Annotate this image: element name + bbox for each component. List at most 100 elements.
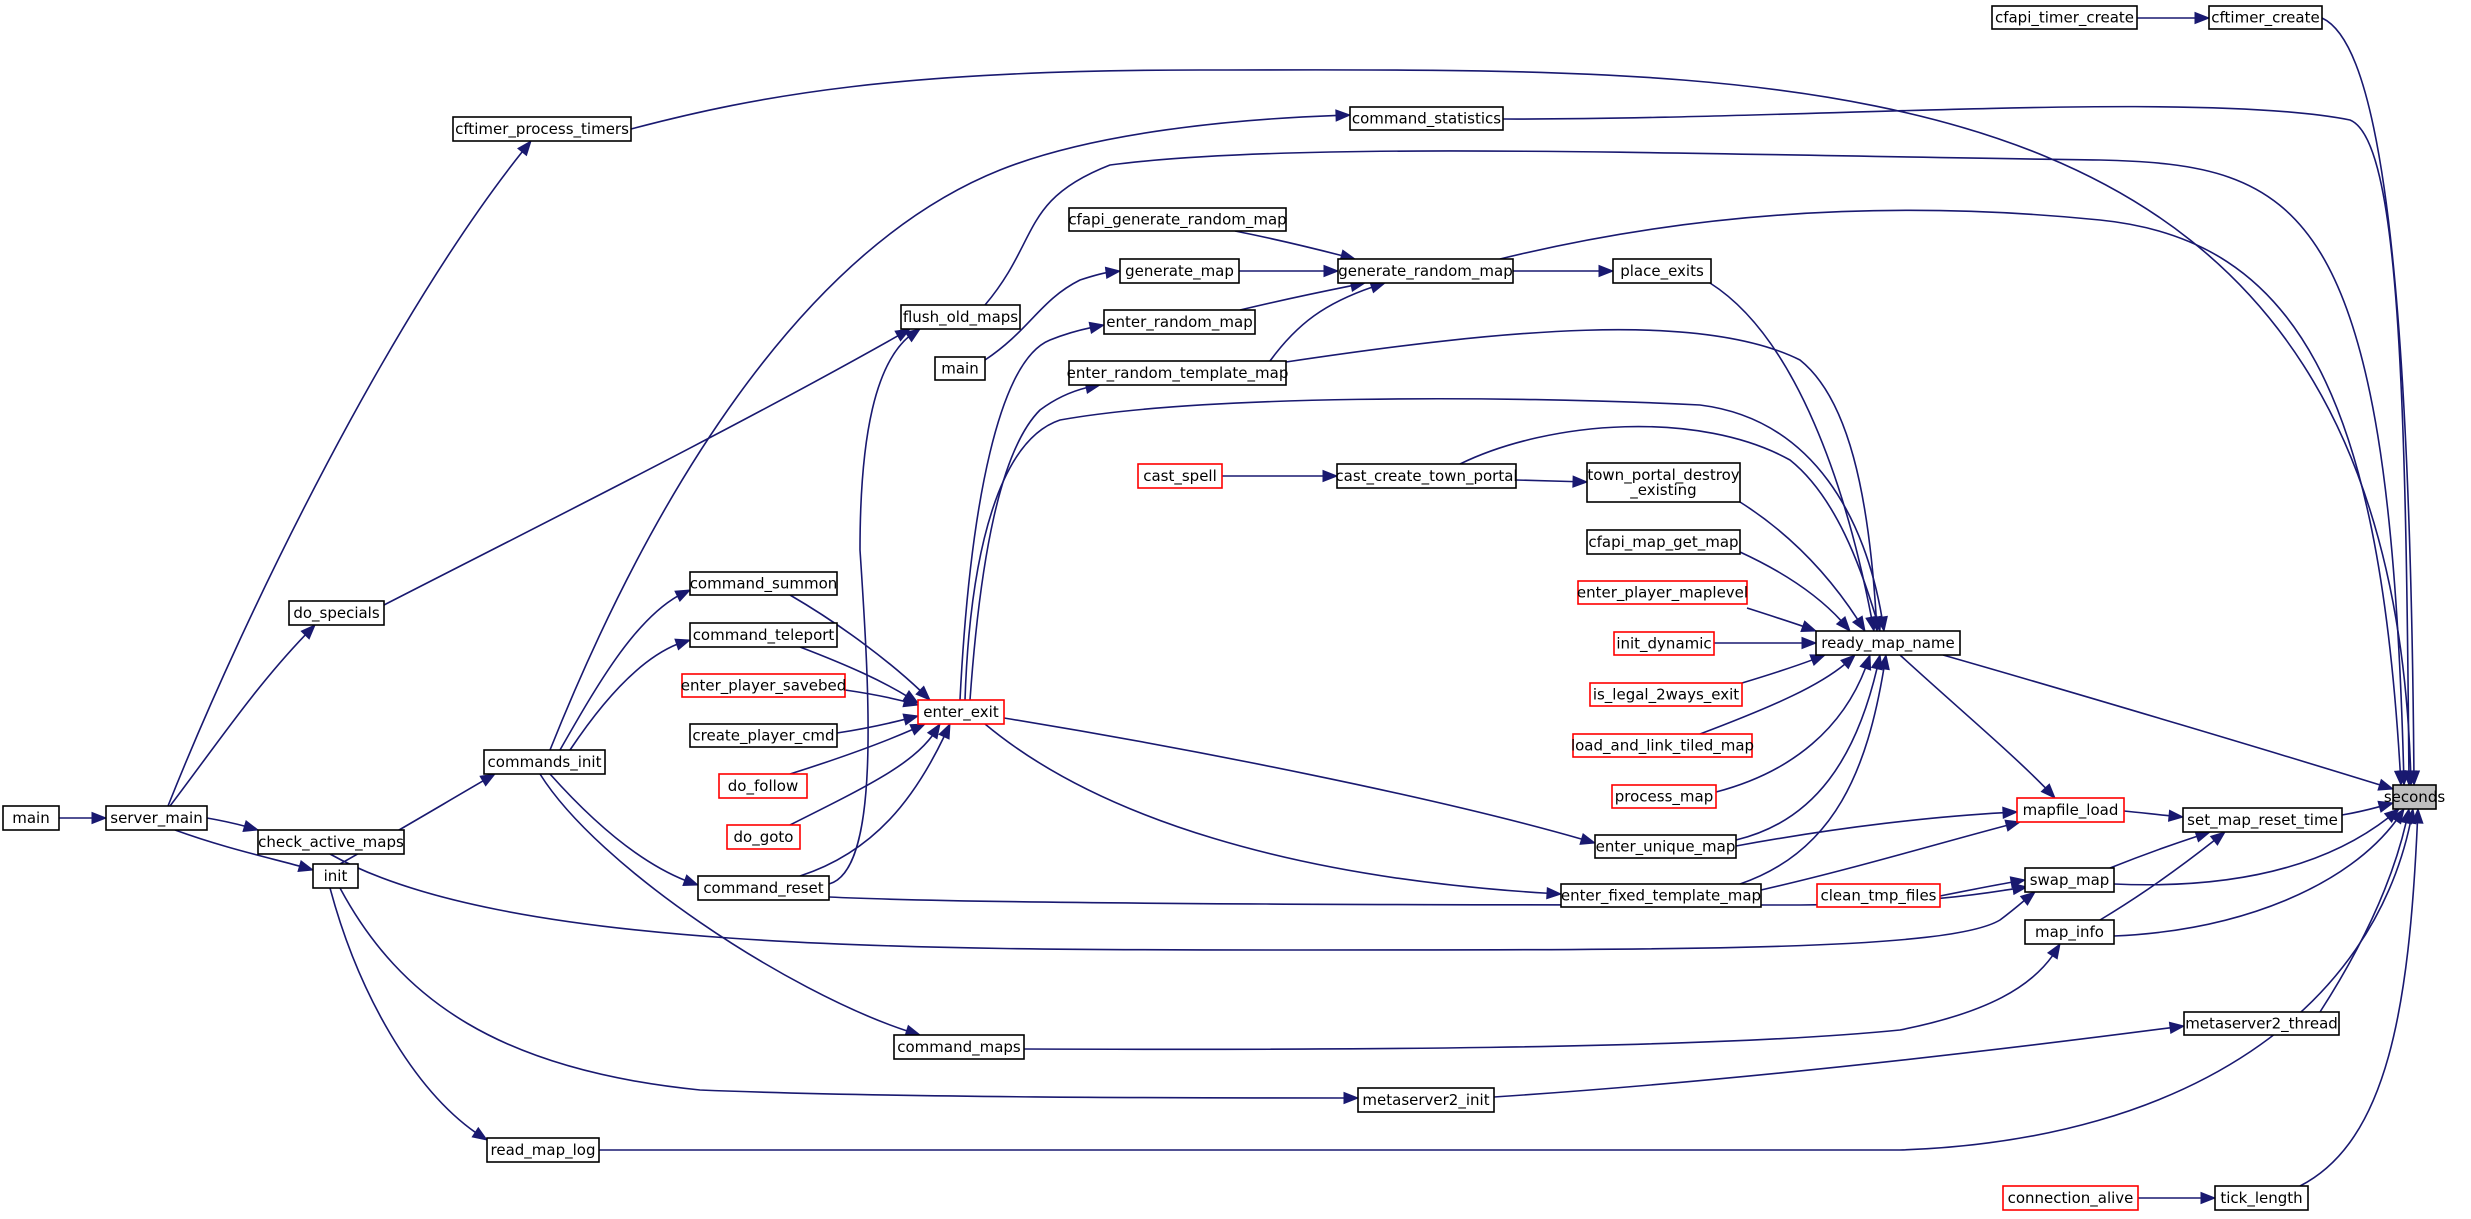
edge-enter-exit-to-enter-random-map bbox=[959, 321, 1106, 701]
edge-enter-player-maplevel-to-ready-map-name bbox=[1746, 607, 1818, 632]
node-process-map[interactable]: process_map bbox=[1611, 784, 1717, 809]
node-label: enter_fixed_template_map bbox=[1561, 887, 1761, 906]
node-label: command_statistics bbox=[1352, 110, 1501, 129]
node-do-goto[interactable]: do_goto bbox=[726, 824, 801, 850]
node-box bbox=[2214, 1185, 2309, 1211]
node-label: cast_create_town_portal bbox=[1335, 467, 1517, 486]
node-cfapi-generate-random-map[interactable]: cfapi_generate_random_map bbox=[1068, 207, 1287, 232]
edge-commands-init-to-command-summon bbox=[559, 589, 692, 751]
edge-generate-map-to-generate-random-map bbox=[1239, 264, 1340, 278]
node-cftimer-process-timers[interactable]: cftimer_process_timers bbox=[452, 116, 632, 142]
arrowhead bbox=[1875, 615, 1888, 633]
node-clean-tmp-files[interactable]: clean_tmp_files bbox=[1816, 883, 1941, 908]
edge-server-main-to-do-specials bbox=[169, 624, 316, 807]
node-label: connection_alive bbox=[2008, 1189, 2134, 1208]
node-enter-player-savebed[interactable]: enter_player_savebed bbox=[681, 673, 847, 698]
edge-process-map-to-ready-map-name bbox=[1715, 653, 1872, 793]
node-metaserver2-thread[interactable]: metaserver2_thread bbox=[2183, 1011, 2340, 1036]
node-box bbox=[452, 116, 632, 142]
node-box bbox=[1613, 631, 1715, 656]
arrowhead bbox=[902, 695, 920, 708]
arrowhead bbox=[517, 139, 532, 157]
node-read-map-log[interactable]: read_map_log bbox=[486, 1137, 600, 1163]
node-town-portal-destroy-existing[interactable]: town_portal_destroy_existing bbox=[1586, 462, 1741, 503]
node-generate-map[interactable]: generate_map bbox=[1119, 258, 1240, 284]
node-label: is_legal_2ways_exit bbox=[1593, 686, 1739, 705]
node-swap-map[interactable]: swap_map bbox=[2024, 867, 2115, 893]
edge-server-main-to-cftimer-process-timers bbox=[167, 139, 532, 807]
node-generate-random-map[interactable]: generate_random_map bbox=[1337, 258, 1514, 284]
node-box bbox=[1816, 883, 1941, 908]
arrowhead bbox=[1598, 264, 1615, 278]
edge-enter-random-map-to-generate-random-map bbox=[1239, 279, 1367, 311]
node-place-exits[interactable]: place_exits bbox=[1612, 258, 1712, 284]
node-cast-spell[interactable]: cast_spell bbox=[1137, 463, 1223, 489]
node-box bbox=[726, 824, 801, 850]
edge-generate-random-map-to-seconds bbox=[1499, 209, 2407, 787]
edge-cast-create-town-portal-to-town-portal-destroy-existing bbox=[1515, 475, 1589, 488]
node-tick-length[interactable]: tick_length bbox=[2214, 1185, 2309, 1211]
node-main-top[interactable]: main bbox=[934, 356, 986, 381]
node-enter-random-template-map[interactable]: enter_random_template_map bbox=[1067, 360, 1289, 386]
arrowhead bbox=[479, 773, 497, 787]
arrowhead bbox=[2168, 1021, 2186, 1035]
edge-enter-exit-to-enter-random-template-map bbox=[969, 381, 1102, 701]
node-box bbox=[1336, 463, 1517, 489]
node-box bbox=[900, 304, 1021, 330]
node-cfapi-timer-create[interactable]: cfapi_timer_create bbox=[1991, 5, 2138, 30]
node-commands-init[interactable]: commands_init bbox=[483, 749, 606, 775]
node-command-teleport[interactable]: command_teleport bbox=[689, 622, 838, 648]
node-create-player-cmd[interactable]: create_player_cmd bbox=[689, 723, 838, 748]
arrowhead bbox=[1851, 615, 1866, 633]
node-box bbox=[1349, 106, 1504, 131]
node-command-statistics[interactable]: command_statistics bbox=[1349, 106, 1504, 131]
node-flush-old-maps[interactable]: flush_old_maps bbox=[900, 304, 1021, 330]
node-init-dynamic[interactable]: init_dynamic bbox=[1613, 631, 1715, 656]
node-label: cfapi_map_get_map bbox=[1588, 533, 1738, 552]
node-box bbox=[1589, 682, 1743, 707]
node-check-active-maps[interactable]: check_active_maps bbox=[257, 829, 405, 855]
node-label: cfapi_generate_random_map bbox=[1068, 211, 1286, 230]
node-server-main[interactable]: server_main bbox=[105, 805, 208, 831]
node-mapfile-load[interactable]: mapfile_load bbox=[2016, 797, 2125, 823]
node-init[interactable]: init bbox=[312, 863, 359, 889]
node-set-map-reset-time[interactable]: set_map_reset_time bbox=[2182, 807, 2343, 833]
edge-server-main-to-check-active-maps bbox=[206, 817, 260, 832]
node-label: swap_map bbox=[2030, 871, 2110, 890]
node-is-legal-2ways-exit[interactable]: is_legal_2ways_exit bbox=[1589, 682, 1743, 707]
node-command-maps[interactable]: command_maps bbox=[893, 1034, 1025, 1060]
node-main-left[interactable]: main bbox=[2, 805, 60, 831]
node-cfapi-map-get-map[interactable]: cfapi_map_get_map bbox=[1586, 529, 1741, 555]
arrowhead bbox=[915, 685, 931, 701]
edge-metaserver2-thread-to-seconds bbox=[2319, 807, 2413, 1013]
node-label: do_goto bbox=[734, 828, 794, 847]
node-enter-fixed-template-map[interactable]: enter_fixed_template_map bbox=[1560, 883, 1762, 908]
node-command-summon[interactable]: command_summon bbox=[689, 571, 838, 596]
edge-enter-fixed-template-map-to-ready-map-name bbox=[1739, 653, 1890, 885]
node-label: clean_tmp_files bbox=[1820, 887, 1936, 906]
node-do-specials[interactable]: do_specials bbox=[288, 600, 385, 626]
edge-enter-fixed-template-map-to-mapfile-load bbox=[1760, 819, 2022, 891]
node-do-follow[interactable]: do_follow bbox=[718, 773, 808, 799]
node-seconds[interactable]: seconds bbox=[2384, 784, 2445, 810]
node-load-and-link-tiled-map[interactable]: load_and_link_tiled_map bbox=[1571, 733, 1754, 758]
node-command-reset[interactable]: command_reset bbox=[697, 875, 830, 901]
node-enter-unique-map[interactable]: enter_unique_map bbox=[1594, 834, 1737, 859]
node-metaserver2-init[interactable]: metaserver2_init bbox=[1357, 1087, 1495, 1113]
node-enter-player-maplevel[interactable]: enter_player_maplevel bbox=[1577, 580, 1748, 605]
edge-town-portal-destroy-existing-to-ready-map-name bbox=[1739, 501, 1866, 633]
edge-mapfile-load-to-set-map-reset-time bbox=[2123, 809, 2185, 822]
edge-main-left-to-server-main bbox=[59, 811, 108, 825]
node-cast-create-town-portal[interactable]: cast_create_town_portal bbox=[1335, 463, 1518, 489]
arrowhead bbox=[2209, 831, 2227, 846]
node-enter-exit[interactable]: enter_exit bbox=[917, 699, 1005, 725]
node-map-info[interactable]: map_info bbox=[2024, 919, 2115, 945]
node-cftimer-create[interactable]: cftimer_create bbox=[2208, 5, 2323, 30]
node-ready-map-name[interactable]: ready_map_name bbox=[1815, 630, 1961, 656]
node-enter-random-map[interactable]: enter_random_map bbox=[1103, 309, 1256, 335]
arrowhead bbox=[1343, 1091, 1360, 1105]
node-connection-alive[interactable]: connection_alive bbox=[2002, 1185, 2139, 1211]
node-label: enter_exit bbox=[923, 703, 999, 722]
arrowhead bbox=[1859, 653, 1872, 671]
